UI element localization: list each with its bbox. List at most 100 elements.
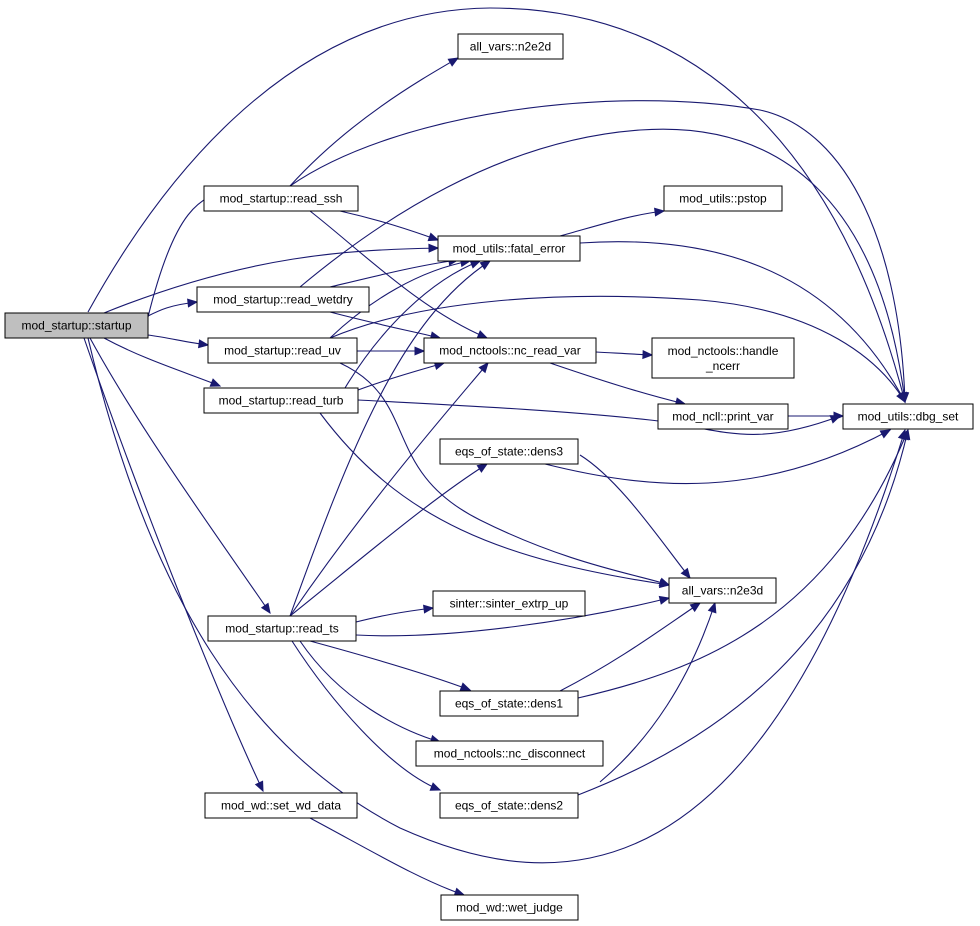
edge-dens1-to-n2e3d — [559, 602, 701, 692]
node-label: sinter::sinter_extrp_up — [450, 597, 569, 611]
node-label: mod_wd::set_wd_data — [221, 799, 341, 813]
node-fatal-error[interactable]: mod_utils::fatal_error — [437, 235, 581, 262]
node-read-ts[interactable]: mod_startup::read_ts — [207, 615, 357, 642]
edge-read-ts-to-nc-disconnect — [299, 640, 441, 743]
node-label-line2: _ncerr — [705, 359, 740, 373]
edge-set-wd-to-wet-judge — [309, 817, 465, 896]
edge-nc-read-to-print-var — [549, 362, 686, 405]
arrowhead-fatal-to-pstop — [654, 207, 666, 217]
node-label: eqs_of_state::dens3 — [455, 445, 563, 459]
node-label: mod_utils::dbg_set — [858, 410, 959, 424]
arrowhead-read-ts-to-n2e3d — [658, 595, 671, 605]
edge-read-uv-to-fatal — [329, 260, 471, 339]
arrowhead-read-ssh-to-nc-read-var — [476, 330, 489, 339]
node-n2e2d[interactable]: all_vars::n2e2d — [457, 33, 564, 60]
arrowhead-startup-to-read-uv — [197, 339, 210, 349]
node-label: mod_utils::fatal_error — [453, 242, 566, 256]
node-handle-ncerr[interactable]: mod_nctools::handle _ncerr — [651, 337, 795, 379]
edge-startup-to-read-ts — [89, 337, 271, 614]
arrowhead-dens2-to-n2e3d — [707, 601, 717, 614]
arrowhead-read-turb-to-fatal — [469, 260, 482, 269]
node-label: mod_startup::read_turb — [219, 394, 344, 408]
edge-fatal-to-pstop — [559, 210, 665, 237]
node-label-line1: mod_nctools::handle — [668, 344, 779, 358]
edge-read-uv-to-dbg-set — [329, 295, 906, 403]
edge-read-ts-to-dens3 — [289, 463, 488, 617]
node-nc-read-var[interactable]: mod_nctools::nc_read_var — [423, 337, 597, 364]
node-nc-disconnect[interactable]: mod_nctools::nc_disconnect — [415, 740, 604, 767]
arrowhead-dens3-to-n2e3d — [680, 567, 691, 580]
edge-startup-to-dbg-set-low — [87, 337, 906, 864]
arrowhead-read-ssh-to-fatal-error — [427, 232, 440, 242]
edge-startup-to-fatal-error — [103, 247, 439, 314]
edge-read-ts-to-nc-read — [289, 362, 489, 617]
edge-read-ssh-to-dbg-set — [289, 100, 906, 403]
node-label: all_vars::n2e3d — [682, 584, 763, 598]
node-read-wetdry[interactable]: mod_startup::read_wetdry — [196, 286, 370, 313]
node-startup[interactable]: mod_startup::startup — [4, 312, 149, 339]
node-label: mod_utils::pstop — [679, 192, 767, 206]
arrowhead-read-ts-to-nc-read — [478, 362, 489, 374]
arrowhead-dens2-to-dbg-set — [901, 428, 911, 441]
node-label: mod_startup::read_uv — [224, 344, 341, 358]
arrowhead-read-ts-to-dens2 — [429, 782, 442, 791]
node-label: eqs_of_state::dens2 — [455, 799, 563, 813]
edge-startup-to-read-turb — [103, 337, 221, 387]
node-dens3[interactable]: eqs_of_state::dens3 — [439, 438, 579, 465]
edge-read-ts-to-n2e3d — [355, 597, 670, 637]
arrowhead-nc-read-to-handle — [642, 350, 654, 360]
arrowhead-startup-to-set-wd-data — [254, 780, 264, 793]
edge-read-ts-to-dens2 — [291, 640, 441, 791]
node-dens2[interactable]: eqs_of_state::dens2 — [439, 792, 579, 819]
node-pstop[interactable]: mod_utils::pstop — [663, 185, 783, 212]
node-label: mod_startup::read_wetdry — [213, 293, 352, 307]
arrowhead-read-ts-to-dens1 — [459, 682, 472, 691]
edge-dens2-to-n2e3d — [599, 602, 716, 783]
node-label: mod_wd::wet_judge — [456, 901, 563, 915]
node-label: mod_startup::read_ts — [225, 622, 338, 636]
node-label: eqs_of_state::dens1 — [455, 697, 563, 711]
edge-startup-to-dbg-set — [87, 7, 906, 403]
arrowhead-read-ts-to-sinter — [423, 604, 435, 614]
edge-read-turb-to-fatal — [344, 260, 481, 389]
edge-read-uv-to-n2e3d — [339, 362, 670, 586]
arrowhead-startup-to-fatal-error — [428, 243, 440, 253]
edge-dens3-to-dbg-set — [544, 429, 891, 485]
node-wet-judge[interactable]: mod_wd::wet_judge — [440, 894, 579, 921]
arrowhead-dens3-to-dbg-set — [879, 429, 892, 439]
arrowhead-read-turb-to-n2e3d — [658, 579, 671, 589]
arrowhead-read-ts-to-dens3 — [476, 463, 489, 473]
arrowhead-read-uv-to-nc-read — [414, 346, 426, 356]
edge-read-ssh-to-n2e2d — [289, 57, 459, 187]
node-n2e3d[interactable]: all_vars::n2e3d — [668, 577, 777, 604]
edge-read-ssh-to-fatal-error — [339, 210, 439, 241]
node-dbg-set[interactable]: mod_utils::dbg_set — [842, 403, 974, 430]
edge-fatal-to-dbg-set — [579, 241, 906, 403]
edge-read-ts-to-fatal — [289, 260, 491, 617]
edge-dens3-to-n2e3d — [579, 454, 691, 579]
edges — [83, 7, 911, 897]
node-print-var[interactable]: mod_ncll::print_var — [657, 403, 789, 430]
arrowhead-read-ssh-to-n2e2d — [447, 57, 460, 67]
node-label: mod_startup::read_ssh — [220, 192, 343, 206]
node-sinter[interactable]: sinter::sinter_extrp_up — [432, 590, 586, 617]
node-dens1[interactable]: eqs_of_state::dens1 — [439, 690, 579, 717]
node-read-uv[interactable]: mod_startup::read_uv — [207, 337, 358, 364]
node-set-wd-data[interactable]: mod_wd::set_wd_data — [204, 792, 358, 819]
arrowhead-dens1-to-n2e3d — [689, 602, 702, 613]
node-label: mod_ncll::print_var — [672, 410, 773, 424]
edge-read-wetdry-to-dbg-set — [299, 128, 906, 403]
edge-read-wetdry-to-fatal — [329, 259, 459, 288]
edge-dens2-to-dbg-set — [577, 429, 909, 796]
edge-read-ts-to-sinter — [355, 607, 434, 623]
edge-startup-to-set-wd-data — [83, 337, 264, 792]
node-read-ssh[interactable]: mod_startup::read_ssh — [203, 185, 359, 212]
edge-read-ts-to-dens1 — [309, 640, 471, 691]
edge-dens1-to-dbg-set — [577, 429, 909, 699]
node-label: all_vars::n2e2d — [470, 40, 551, 54]
node-read-turb[interactable]: mod_startup::read_turb — [203, 387, 359, 414]
node-label: mod_nctools::nc_read_var — [439, 344, 580, 358]
arrowhead-startup-to-read-wetdry — [187, 298, 199, 308]
arrowhead-startup-to-read-turb — [209, 378, 222, 387]
